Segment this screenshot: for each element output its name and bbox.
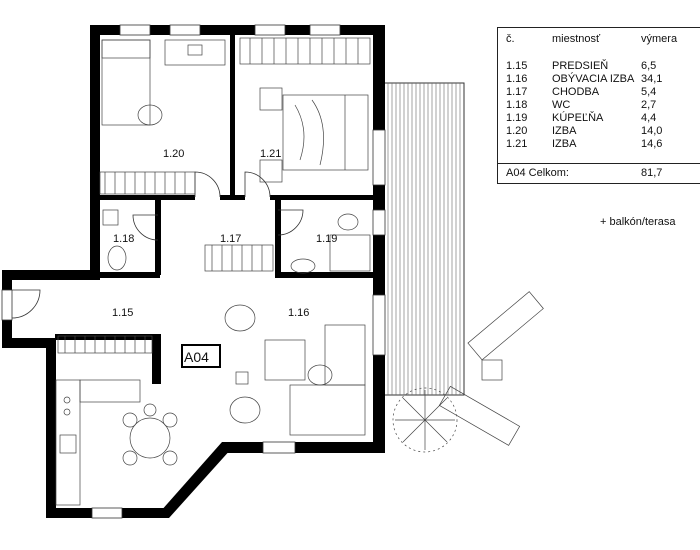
legend-note: + balkón/terasa <box>600 216 676 228</box>
legend-total-label: A04 Celkom: <box>506 167 569 179</box>
legend-col-area: výmera <box>641 33 678 45</box>
room-schedule: č. miestnosť výmera 1.15 PREDSIEŇ 6,5 1.… <box>497 27 700 184</box>
legend-row: 1.16 OBÝVACIA IZBA 34,1 <box>506 73 663 85</box>
legend-row: 1.15 PREDSIEŇ 6,5 <box>506 60 657 72</box>
room-label-1.21: 1.21 <box>260 148 281 160</box>
legend-total-row: A04 Celkom: 81,7 <box>498 167 700 181</box>
unit-tag: A04 <box>181 344 221 368</box>
legend-row: 1.18 WC 2,7 <box>506 99 657 111</box>
room-labels: 1.15 1.16 1.17 1.18 1.19 1.20 1.21 <box>112 148 337 319</box>
unit-label: A04 <box>184 349 209 365</box>
room-label-1.17: 1.17 <box>220 233 241 245</box>
interior-walls <box>55 35 373 384</box>
legend-divider <box>498 163 700 164</box>
legend-row: 1.19 KÚPEĽŇA 4,4 <box>506 112 657 124</box>
room-label-1.16: 1.16 <box>288 307 309 319</box>
room-label-1.20: 1.20 <box>163 148 184 160</box>
room-label-1.18: 1.18 <box>113 233 134 245</box>
legend-row: 1.21 IZBA 14,6 <box>506 138 663 150</box>
terrace-deck <box>383 82 465 396</box>
legend-col-no: č. <box>506 33 515 45</box>
legend-header: č. miestnosť výmera <box>498 33 700 47</box>
legend-col-name: miestnosť <box>552 33 601 45</box>
furniture <box>55 37 544 506</box>
windows <box>1 24 386 519</box>
legend-row: 1.20 IZBA 14,0 <box>506 125 663 137</box>
legend-total-value: 81,7 <box>641 167 663 179</box>
legend-row: 1.17 CHODBA 5,4 <box>506 86 657 98</box>
doors <box>11 171 304 319</box>
room-label-1.19: 1.19 <box>316 233 337 245</box>
room-label-1.15: 1.15 <box>112 307 133 319</box>
